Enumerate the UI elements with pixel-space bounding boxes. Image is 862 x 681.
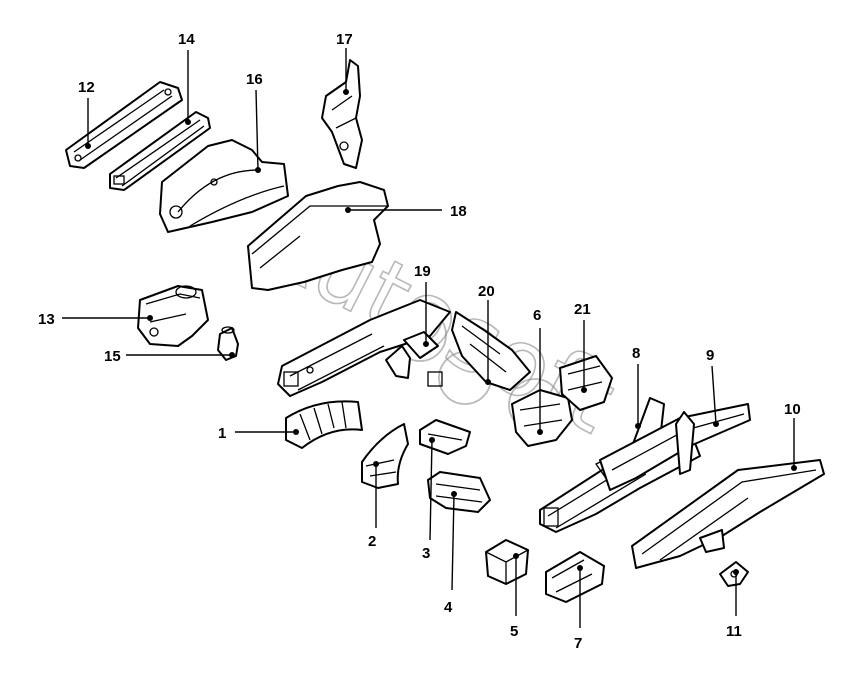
part-13-mount-block (137, 285, 209, 347)
callout-2-label: 2 (368, 533, 376, 550)
part-21-rear-bracket (559, 355, 613, 411)
part-2-duct-elbow (361, 423, 409, 489)
callout-13: 13 (38, 311, 153, 328)
callout-8: 8 (632, 345, 641, 429)
callout-11-label: 11 (726, 623, 742, 640)
callout-13-label: 13 (38, 311, 55, 328)
callout-21-label: 21 (574, 301, 591, 318)
part-9-right-rail (599, 403, 751, 491)
part-15-stud (217, 326, 239, 361)
callout-6-label: 6 (533, 307, 541, 324)
part-17-pillar-bracket (321, 59, 363, 169)
callout-15-label: 15 (104, 348, 121, 365)
callout-15: 15 (104, 348, 235, 365)
callout-10-label: 10 (784, 401, 801, 418)
callout-9: 9 (706, 347, 719, 427)
callout-5-label: 5 (510, 623, 518, 640)
part-16-wheel-arch (159, 139, 289, 233)
callout-1: 1 (218, 425, 299, 442)
callout-7: 7 (574, 565, 583, 652)
callout-2: 2 (368, 461, 379, 550)
callout-14-label: 14 (178, 31, 195, 48)
callout-7-label: 7 (574, 635, 582, 652)
callout-3: 3 (422, 437, 435, 562)
part-19-front-rail (277, 299, 451, 397)
callout-9-label: 9 (706, 347, 714, 364)
callout-14: 14 (178, 31, 195, 125)
callout-5: 5 (510, 553, 519, 640)
callout-19: 19 (414, 263, 431, 347)
part-6-bracket (511, 389, 573, 447)
part-5-block (485, 539, 529, 585)
callout-18: 18 (345, 203, 467, 220)
callout-6: 6 (533, 307, 543, 435)
callout-18-label: 18 (450, 203, 467, 220)
callout-4: 4 (444, 491, 457, 616)
callout-1-label: 1 (218, 425, 226, 442)
callout-17-label: 17 (336, 31, 353, 48)
part-18-main-panel (247, 181, 389, 291)
part-7-channel (545, 551, 605, 603)
part-1-duct (285, 400, 363, 449)
callout-3-label: 3 (422, 545, 430, 562)
callout-19-label: 19 (414, 263, 431, 280)
callout-12: 12 (78, 79, 95, 149)
part-12-upper-rail (65, 81, 183, 169)
callout-10: 10 (784, 401, 801, 471)
callouts: 1 2 3 4 5 6 7 (38, 31, 801, 652)
callout-12-label: 12 (78, 79, 95, 96)
callout-20: 20 (478, 283, 495, 385)
callout-16-label: 16 (246, 71, 263, 88)
callout-20-label: 20 (478, 283, 495, 300)
callout-21: 21 (574, 301, 591, 393)
callout-11: 11 (726, 569, 742, 640)
callout-17: 17 (336, 31, 353, 95)
part-4-tray-bracket (427, 471, 491, 513)
part-10-sill (631, 459, 825, 569)
callout-8-label: 8 (632, 345, 640, 362)
callout-4-label: 4 (444, 599, 453, 616)
part-14-reinforcement (109, 111, 211, 191)
part-3-pad (419, 419, 471, 455)
callout-16: 16 (246, 71, 263, 173)
